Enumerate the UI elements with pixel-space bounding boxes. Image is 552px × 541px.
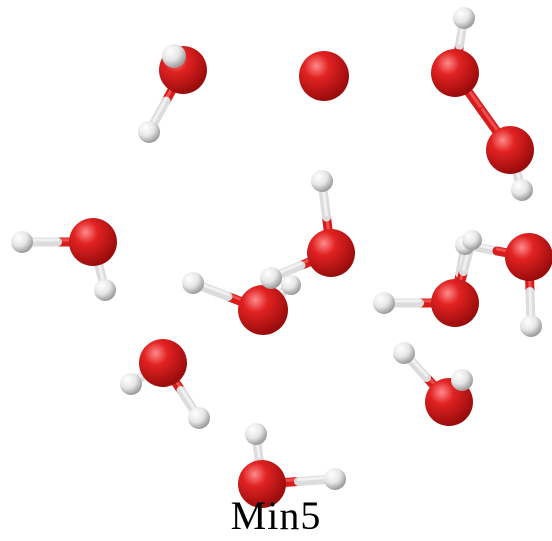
hydrogen-atom bbox=[182, 272, 204, 294]
oxygen-atom bbox=[139, 339, 187, 387]
hydrogen-atom bbox=[451, 369, 473, 391]
hydrogen-atom bbox=[162, 44, 186, 68]
oxygen-atom bbox=[238, 460, 286, 508]
oxygen-atom bbox=[431, 279, 479, 327]
hydrogen-atom bbox=[462, 230, 482, 250]
hydrogen-atom bbox=[453, 7, 475, 29]
figure-caption: Min5 bbox=[230, 493, 322, 538]
hydrogen-atom bbox=[373, 292, 395, 314]
hydrogen-atom bbox=[138, 121, 160, 143]
hydrogen-atom bbox=[260, 267, 282, 289]
hydrogen-atom bbox=[120, 373, 142, 395]
oxygen-atom bbox=[238, 285, 288, 335]
hydrogen-atom bbox=[245, 423, 267, 445]
hydrogen-atom bbox=[188, 407, 210, 429]
hydrogen-atom bbox=[281, 275, 301, 295]
oxygen-atom bbox=[307, 229, 355, 277]
hydrogen-atom bbox=[94, 279, 116, 301]
oxygen-atom bbox=[299, 51, 349, 101]
hydrogen-atom bbox=[311, 170, 333, 192]
oxygen-atom bbox=[431, 49, 479, 97]
hydrogen-atom bbox=[324, 468, 346, 490]
atoms-layer bbox=[11, 7, 552, 508]
oxygen-atom bbox=[486, 126, 534, 174]
oxygen-atom bbox=[505, 233, 552, 281]
hydrogen-atom bbox=[511, 179, 533, 201]
oxygen-atom bbox=[69, 218, 117, 266]
hydrogen-atom bbox=[393, 342, 415, 364]
hydrogen-atom bbox=[520, 315, 542, 337]
hydrogen-atom bbox=[11, 231, 33, 253]
